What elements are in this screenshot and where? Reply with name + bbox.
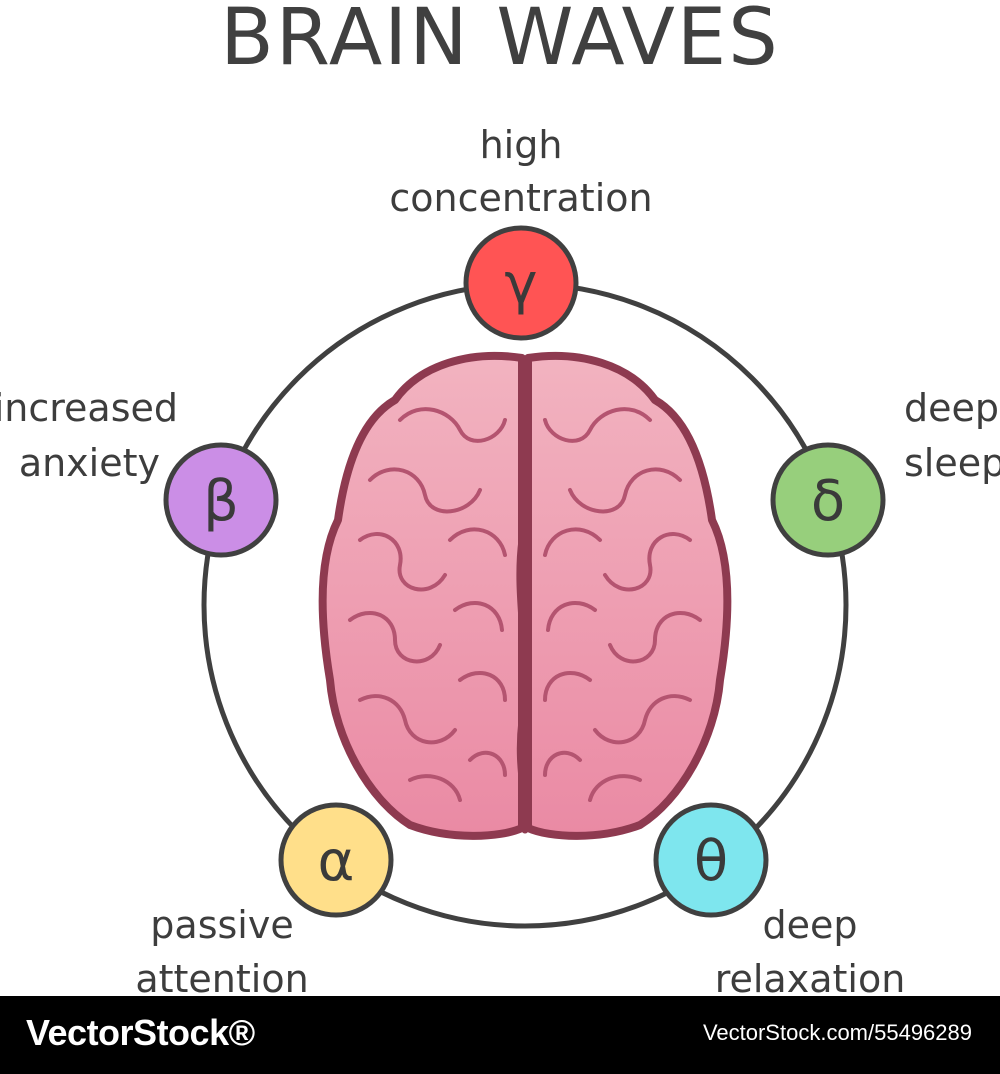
alpha-symbol: α — [318, 829, 355, 894]
brain-right-hemisphere — [524, 351, 732, 840]
delta-label-line2: sleep — [904, 441, 1000, 485]
theta-circle — [653, 802, 769, 918]
wave-beta: β increased anxiety — [0, 386, 279, 558]
watermark-footer: VectorStock® VectorStock.com/55496289 — [0, 996, 1000, 1074]
gamma-label-line2: concentration — [389, 176, 652, 220]
brain-illustration — [318, 351, 732, 840]
wave-alpha: α passive attention — [135, 802, 394, 996]
wave-theta: θ deep relaxation — [653, 802, 906, 996]
alpha-label-line1: passive — [150, 903, 293, 947]
gamma-symbol: γ — [504, 252, 537, 317]
brain-folds — [348, 407, 702, 802]
alpha-label-line2: attention — [135, 957, 308, 996]
beta-label-line2: anxiety — [19, 441, 160, 485]
theta-label-line2: relaxation — [715, 957, 906, 996]
brain-left-hemisphere — [318, 351, 526, 840]
delta-symbol: δ — [811, 469, 845, 534]
page-title: BRAIN WAVES — [220, 0, 780, 83]
gamma-label-line1: high — [480, 123, 563, 167]
beta-circle — [163, 442, 279, 558]
vectorstock-logo: VectorStock® — [26, 1012, 255, 1053]
wave-delta: δ deep sleep — [770, 386, 1000, 558]
alpha-circle — [278, 802, 394, 918]
brain-fissure — [516, 358, 530, 834]
brain-waves-diagram: γ high concentration δ deep sleep θ deep… — [0, 123, 1000, 996]
delta-circle — [770, 442, 886, 558]
wave-gamma: γ high concentration — [389, 123, 653, 341]
gamma-circle — [463, 225, 579, 341]
beta-label-line1: increased — [0, 386, 178, 430]
beta-symbol: β — [203, 469, 239, 534]
theta-symbol: θ — [694, 829, 728, 894]
theta-label-line1: deep — [763, 903, 858, 947]
stock-url: VectorStock.com/55496289 — [702, 1020, 972, 1045]
delta-label-line1: deep — [904, 386, 999, 430]
